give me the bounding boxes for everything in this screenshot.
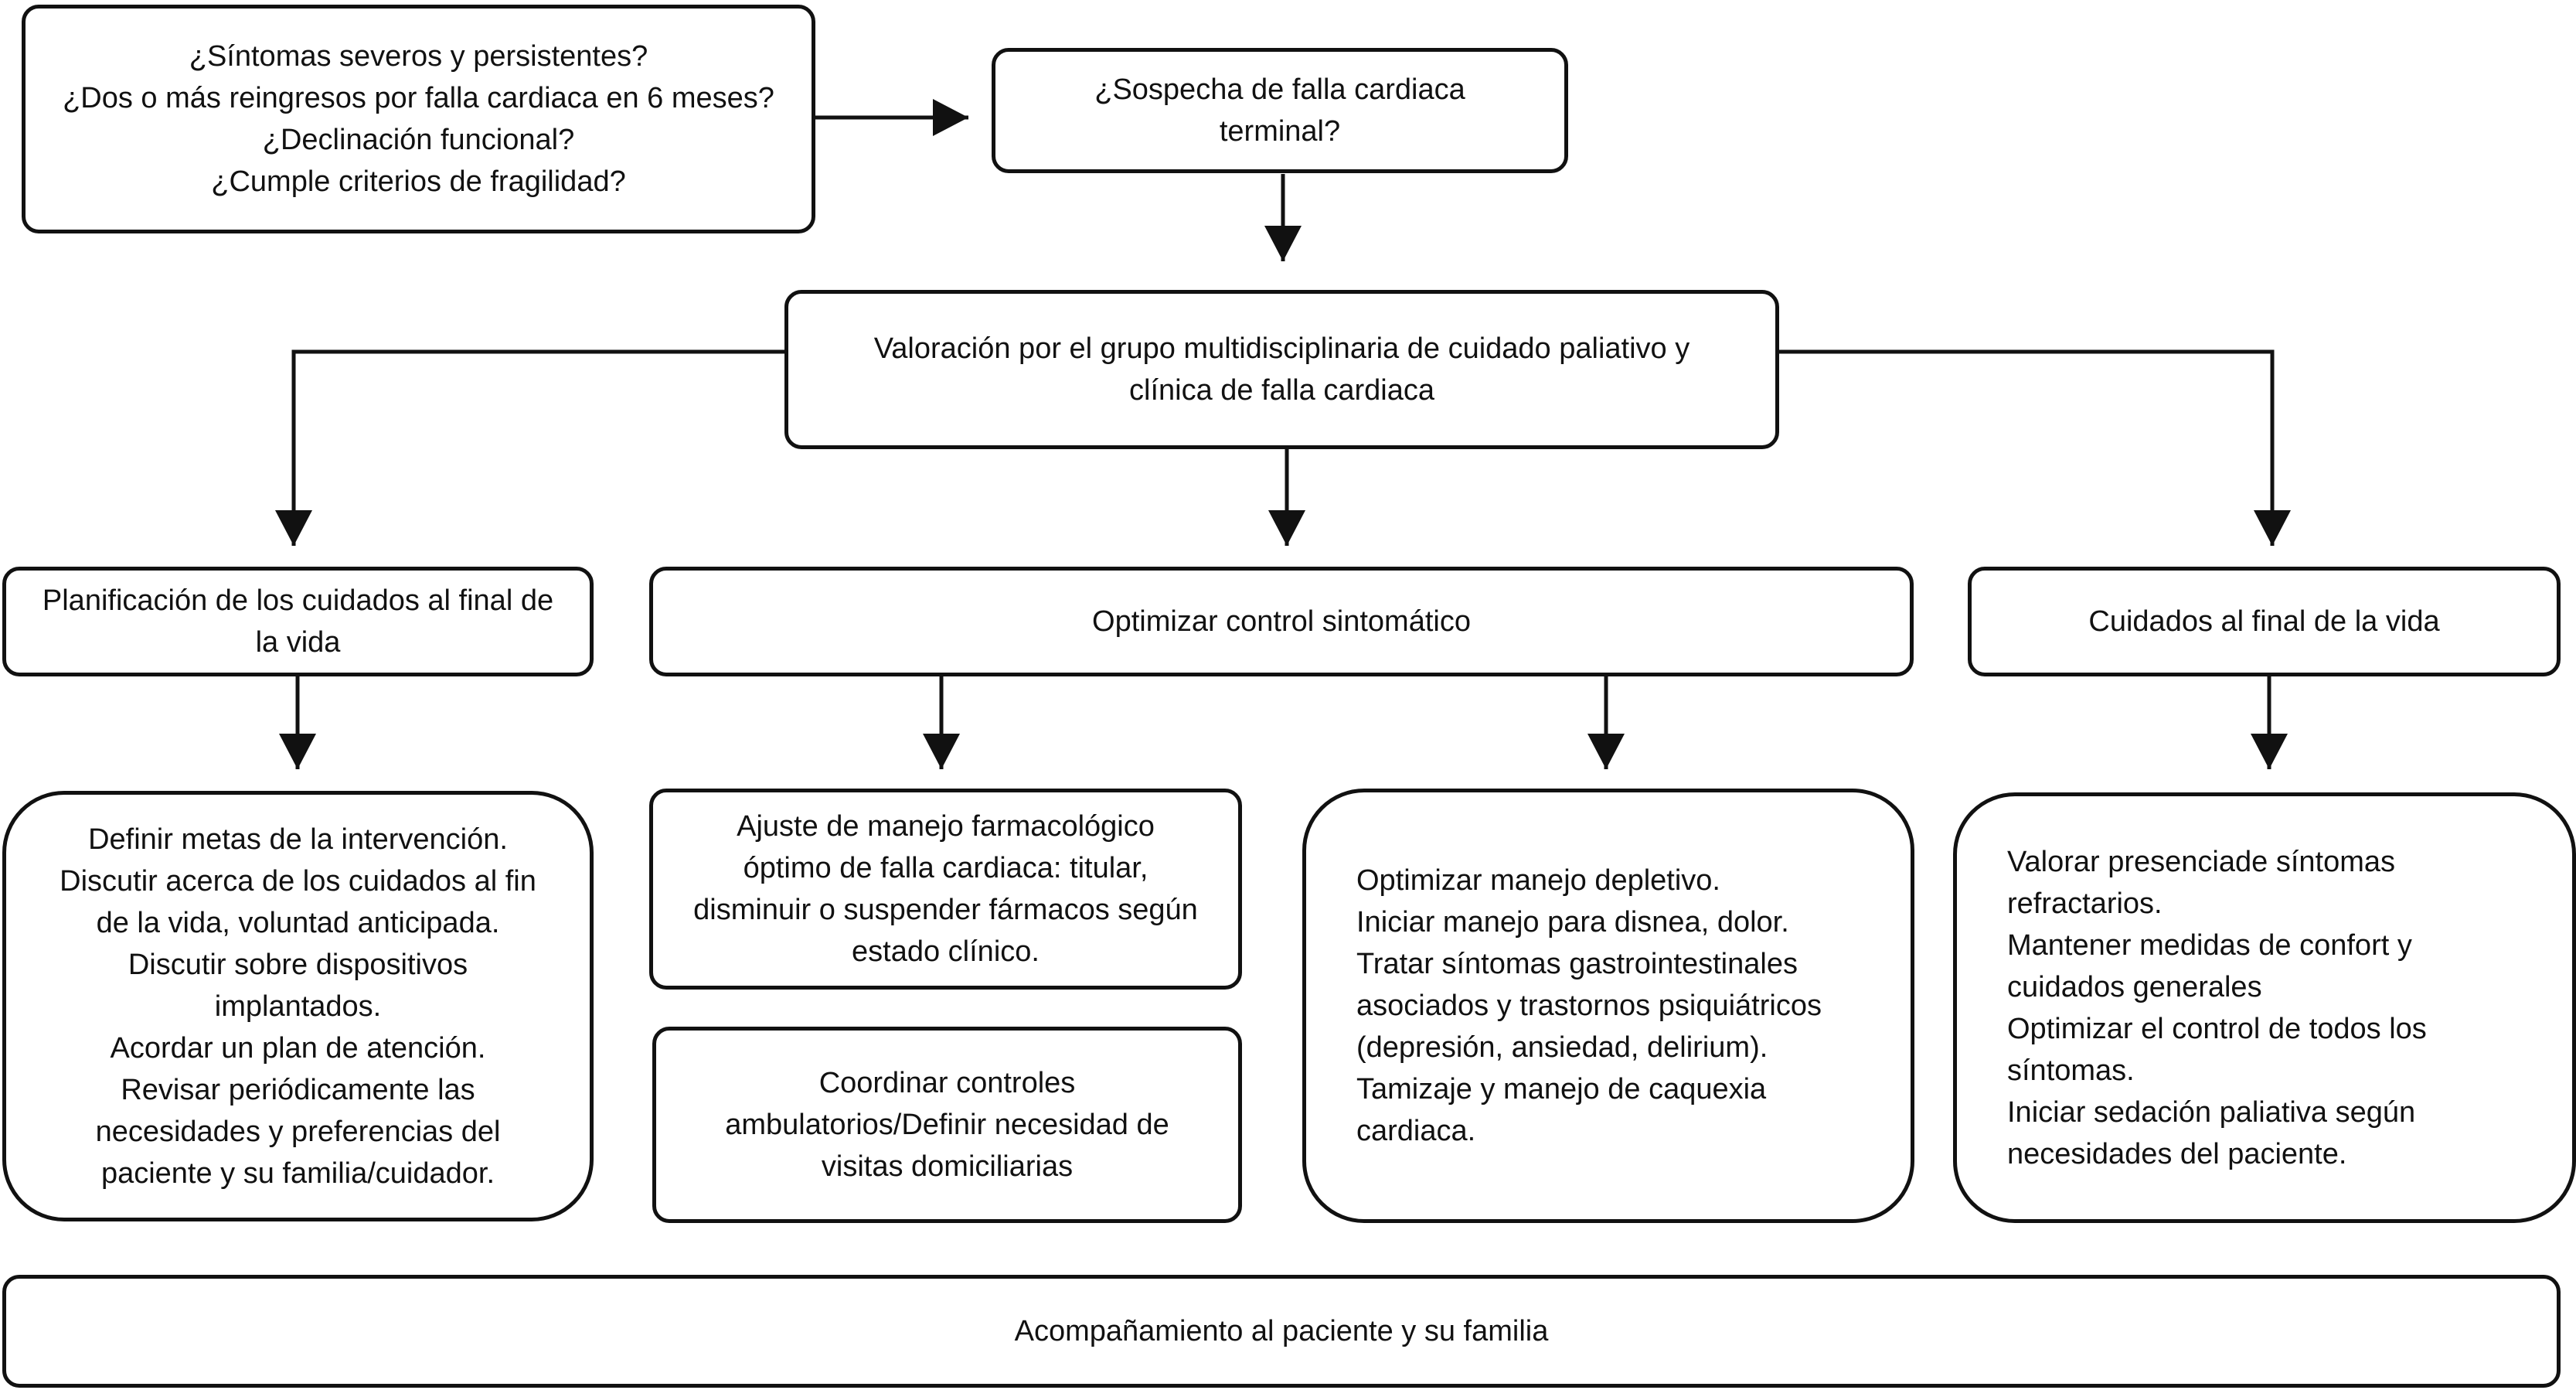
end-of-life-actions-text-line: síntomas. [2007, 1054, 2135, 1087]
ambulatory-controls-text-line: visitas domiciliarias [821, 1150, 1074, 1183]
pharmacologic-adjustment-text-line: estado clínico. [852, 935, 1040, 968]
pharmacologic-adjustment-box: Ajuste de manejo farmacológico óptimo de … [649, 789, 1242, 990]
multidisciplinary-assessment-text-line: clínica de falla cardiaca [1129, 374, 1434, 407]
planning-actions-text-line: Acordar un plan de atención. [110, 1031, 486, 1065]
planning-actions-box: Definir metas de la intervención. Discuti… [2, 791, 594, 1221]
planning-actions-text-line: Definir metas de la intervención. [88, 823, 508, 856]
arrow-assessment-to-end-of-life-care [1778, 349, 2291, 546]
arrow-assessment-to-planning [275, 349, 784, 546]
planning-actions-text-line: Discutir acerca de los cuidados al fin [60, 864, 536, 898]
end-of-life-actions-text-line: Optimizar el control de todos los [2007, 1012, 2427, 1045]
ambulatory-controls-text-line: ambulatorios/Definir necesidad de [725, 1109, 1169, 1141]
symptom-management-text-line: asociados y trastornos psiquiátricos [1356, 990, 1822, 1022]
end-of-life-care-text-line: Cuidados al final de la vida [2088, 605, 2440, 638]
planning-actions-text-line: paciente y su familia/cuidador. [100, 1157, 495, 1190]
end-of-life-actions-text-line: Iniciar sedación paliativa según [2007, 1095, 2416, 1129]
end-of-life-planning-box: Planificación de los cuidados al final d… [2, 567, 594, 676]
symptom-control-box: Optimizar control sintomático [649, 567, 1914, 676]
end-of-life-care-box: Cuidados al final de la vida [1968, 567, 2561, 676]
end-of-life-actions-text-line: Mantener medidas de confort y [2007, 928, 2412, 962]
planning-actions-text-line: Discutir sobre dispositivos [128, 948, 468, 981]
multidisciplinary-assessment-text-line: Valoración por el grupo multidisciplinar… [873, 332, 1690, 365]
ambulatory-controls-text-line: Coordinar controles [818, 1067, 1076, 1099]
symptom-control-text-line: Optimizar control sintomático [1092, 605, 1471, 638]
initial-questions-text-line: ¿Declinación funcional? [262, 124, 575, 156]
ambulatory-controls-box: Coordinar controles ambulatorios/Definir … [652, 1027, 1242, 1223]
initial-questions-text-line: ¿Síntomas severos y persistentes? [189, 40, 648, 73]
end-of-life-actions-text-line: cuidados generales [2007, 970, 2262, 1003]
symptom-management-text-line: Optimizar manejo depletivo. [1356, 864, 1720, 897]
suspected-terminal-text-line: ¿Sospecha de falla cardiaca [1094, 73, 1465, 106]
initial-questions-text-line: ¿Cumple criterios de fragilidad? [211, 165, 626, 198]
end-of-life-actions-text-line: refractarios. [2007, 887, 2163, 920]
multidisciplinary-assessment-box: Valoración por el grupo multidisciplinar… [784, 290, 1779, 449]
initial-questions-text-line: ¿Dos o más reingresos por falla cardiaca… [63, 82, 774, 114]
suspected-terminal-box: ¿Sospecha de falla cardiaca terminal? [992, 48, 1568, 173]
symptom-management-text-line: (depresión, ansiedad, delirium). [1356, 1031, 1768, 1064]
planning-actions-text-line: implantados. [214, 990, 382, 1023]
end-of-life-actions-text-line: Valorar presenciade síntomas [2007, 845, 2395, 878]
initial-questions-box: ¿Síntomas severos y persistentes? ¿Dos o … [22, 5, 815, 233]
symptom-management-text-line: Tratar síntomas gastrointestinales [1356, 948, 1798, 980]
symptom-management-text-line: cardiaca. [1356, 1115, 1476, 1147]
family-support-text-line: Acompañamiento al paciente y su familia [1014, 1315, 1549, 1347]
symptom-management-text-line: Tamizaje y manejo de caquexia [1356, 1073, 1767, 1106]
suspected-terminal-text-line: terminal? [1219, 115, 1341, 148]
planning-actions-text-line: Revisar periódicamente las [121, 1073, 475, 1106]
pharmacologic-adjustment-text-line: Ajuste de manejo farmacológico [737, 810, 1155, 843]
end-of-life-planning-text-line: la vida [255, 626, 341, 659]
end-of-life-actions-text-line: necesidades del paciente. [2007, 1137, 2347, 1170]
symptom-management-text-line: Iniciar manejo para disnea, dolor. [1356, 906, 1789, 939]
end-of-life-planning-text-line: Planificación de los cuidados al final d… [42, 584, 554, 617]
planning-actions-text-line: necesidades y preferencias del [95, 1115, 501, 1148]
symptom-management-box: Optimizar manejo depletivo. Iniciar manej… [1302, 789, 1914, 1223]
end-of-life-actions-box: Valorar presenciade síntomas refractarios… [1953, 792, 2576, 1223]
planning-actions-text-line: de la vida, voluntad anticipada. [96, 906, 500, 939]
pharmacologic-adjustment-text-line: disminuir o suspender fármacos según [693, 894, 1198, 926]
family-support-box: Acompañamiento al paciente y su familia [2, 1275, 2561, 1388]
pharmacologic-adjustment-text-line: óptimo de falla cardiaca: titular, [743, 852, 1148, 884]
